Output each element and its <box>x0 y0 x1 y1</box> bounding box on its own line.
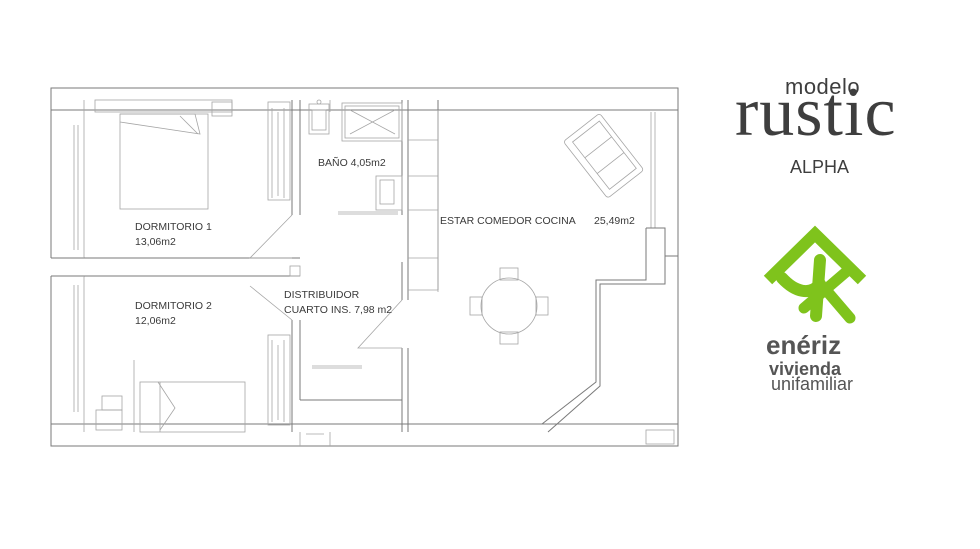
model-name: rustic <box>735 74 897 151</box>
doors <box>249 211 403 369</box>
label-cuarto: CUARTO INS. 7,98 m2 <box>284 304 392 316</box>
label-dorm2-name: DORMITORIO 2 <box>135 300 212 312</box>
kitchen-units <box>408 110 439 292</box>
bathroom-fixtures <box>308 99 403 211</box>
label-estar: ESTAR COMEDOR COCINA <box>440 215 576 227</box>
label-dorm1-name: DORMITORIO 1 <box>135 221 212 233</box>
label-dorm1-area: 13,06m2 <box>135 236 176 248</box>
company-tagline-2: unifamiliar <box>771 374 854 394</box>
label-dorm2-area: 12,06m2 <box>135 315 176 327</box>
label-estar-area: 25,49m2 <box>594 215 635 227</box>
model-label: modelo <box>785 74 861 99</box>
label-distribuidor: DISTRIBUIDOR <box>284 289 360 301</box>
bed-2 <box>95 360 246 433</box>
model-variant: ALPHA <box>790 157 850 177</box>
sofa <box>564 114 644 198</box>
company-tagline-1: vivienda <box>769 359 842 379</box>
interior-walls <box>84 100 678 445</box>
wardrobes <box>267 101 291 426</box>
company-name: enériz <box>766 330 842 360</box>
bed-1 <box>119 101 233 210</box>
dining-table <box>469 267 549 345</box>
exterior-walls <box>50 87 679 447</box>
top-wall-details <box>94 99 439 446</box>
eneriz-logo-icon <box>763 225 867 324</box>
label-bano: BAÑO 4,05m2 <box>318 156 386 169</box>
